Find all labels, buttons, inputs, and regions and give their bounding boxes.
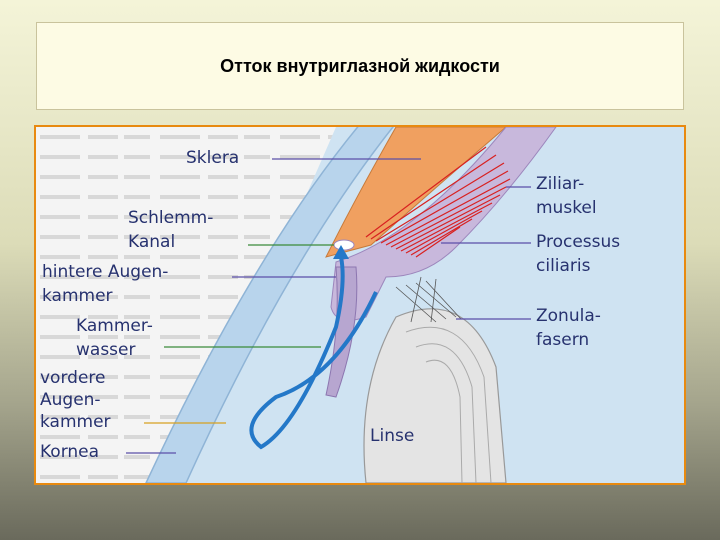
iris-shape [325, 266, 358, 398]
slide-title-box: Отток внутриглазной жидкости [36, 22, 684, 110]
label-sklera: Sklera [186, 148, 239, 168]
label-hintere-line2: kammer [42, 286, 113, 306]
label-zonula-line2: fasern [536, 330, 589, 350]
label-vordere-line1: vordere [40, 368, 105, 388]
slide-title: Отток внутриглазной жидкости [220, 55, 500, 76]
cornea-shape [145, 127, 394, 483]
label-processus-line2: ciliaris [536, 256, 591, 276]
label-vordere-line3: kammer [40, 412, 111, 432]
label-kornea: Kornea [40, 442, 99, 462]
label-ziliar-line1: Ziliar- [536, 174, 584, 194]
zonular-fibres [395, 276, 462, 323]
leader-lines [126, 158, 531, 454]
flow-arrowhead-icon [333, 245, 349, 259]
lens-layers [405, 326, 492, 483]
schlemm-canal-shape [333, 239, 355, 251]
anatomy-figure: Sklera Schlemm- Kanal hintere Augen- kam… [34, 125, 686, 485]
label-schlemm-line2: Kanal [128, 232, 175, 252]
label-vordere-line2: Augen- [40, 390, 101, 410]
label-linse: Linse [370, 426, 414, 446]
label-kammer-line1: Kammer- [76, 316, 153, 336]
sclera-shape [325, 127, 507, 258]
label-hintere-line1: hintere Augen- [42, 262, 168, 282]
label-schlemm-line1: Schlemm- [128, 208, 213, 228]
lens-shape [363, 308, 507, 483]
eye-drainage-diagram: Sklera Schlemm- Kanal hintere Augen- kam… [36, 127, 684, 483]
aqueous-flow-arrow [249, 256, 378, 450]
label-ziliar-line2: muskel [536, 198, 597, 218]
label-kammer-line2: wasser [76, 340, 135, 360]
ciliary-muscle-fibres [365, 146, 511, 258]
label-zonula-line1: Zonula- [536, 306, 601, 326]
label-processus-line1: Processus [536, 232, 620, 252]
